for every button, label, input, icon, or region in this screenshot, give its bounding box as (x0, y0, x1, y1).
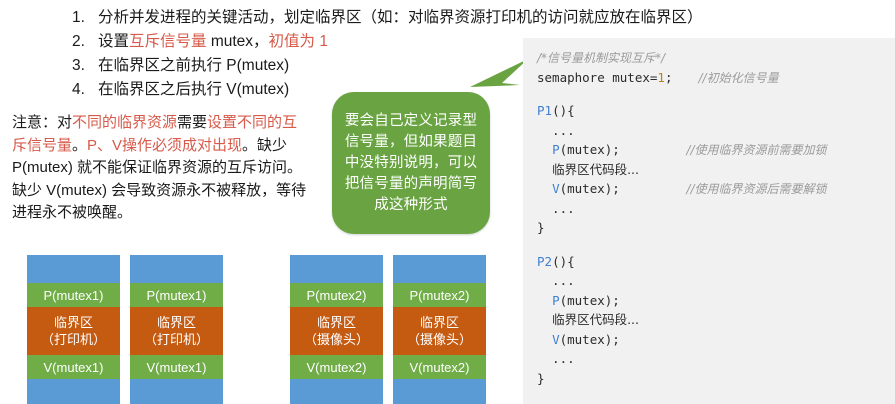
code-blank-line (537, 238, 895, 252)
code-line: ... (537, 351, 575, 366)
process-block: P(mutex1) 临界区 （打印机） V(mutex1) (27, 255, 120, 404)
code-proc-close: } (537, 220, 545, 235)
block-segment-bottom (130, 379, 223, 404)
text-run: 互斥信号量 (129, 33, 207, 50)
block-critical-label-line2: （打印机） (40, 332, 106, 347)
list-item: 3. 在临界区之前执行 P(mutex) (72, 54, 527, 78)
block-p-label: P(mutex1) (146, 287, 207, 303)
text-run: 设置 (98, 33, 130, 50)
block-v-label: V(mutex2) (306, 359, 367, 375)
process-block: P(mutex2) 临界区 （摄像头） V(mutex2) (290, 255, 383, 404)
block-v-label: V(mutex1) (43, 359, 104, 375)
callout-bubble: 要会自己定义记录型信号量，但如果题目中没特别说明，可以把信号量的声明简写成这种形… (332, 92, 490, 234)
code-line: ... (537, 122, 575, 138)
code-comment-header: /*信号量机制实现互斥*/ (537, 51, 666, 65)
block-v-label: V(mutex1) (146, 359, 207, 375)
block-segment-top (290, 255, 383, 283)
list-item-number: 4. (72, 81, 85, 98)
note-paragraph: 注意：对不同的临界资源需要设置不同的互斥信号量。P、V操作必须成对出现。缺少 P… (12, 112, 312, 225)
block-critical-label-line1: 临界区 (419, 315, 459, 330)
text-run: 设置不同的互斥信号量 (12, 114, 298, 154)
block-segment-top (130, 255, 223, 283)
code-line: ... (537, 200, 575, 216)
text-run: 在临界区之前执行 P(mutex) (98, 57, 290, 74)
code-line: V(mutex); (552, 331, 620, 347)
block-critical-label-line2: （摄像头） (303, 332, 369, 347)
code-panel: /*信号量机制实现互斥*/ semaphore mutex=1;//初始化信号量 P… (523, 38, 895, 404)
text-run: 注意：对 (12, 114, 73, 131)
list-item-number: 2. (72, 33, 85, 50)
code-line: P(mutex); (552, 292, 620, 308)
list-item-text: 分析并发进程的关键活动，划定临界区（如：对临界资源打印机的访问就应放在临界区） (98, 6, 703, 30)
code-proc-close: } (537, 370, 545, 386)
text-run: 在临界区之后执行 V(mutex) (98, 81, 290, 98)
callout-text: 要会自己定义记录型信号量，但如果题目中没特别说明，可以把信号量的声明简写成这种形… (344, 112, 478, 213)
block-critical-label-line2: （摄像头） (406, 332, 472, 347)
block-v-label: V(mutex2) (409, 359, 470, 375)
block-critical-label-line1: 临界区 (53, 315, 93, 330)
code-line: 临界区代码段... (552, 312, 639, 327)
list-item-text: 设置互斥信号量 mutex，初值为 1 (98, 30, 527, 54)
code-line: 临界区代码段... (552, 161, 639, 177)
code-proc-open: P1(){ (537, 103, 575, 118)
text-run: 。 (72, 136, 88, 154)
block-critical-label-line2: （打印机） (143, 332, 209, 347)
process-block: P(mutex1) 临界区 （打印机） V(mutex1) (130, 255, 223, 404)
code-declaration: semaphore mutex=1;//初始化信号量 (537, 69, 779, 85)
block-segment-p: P(mutex1) (130, 283, 223, 307)
block-p-label: P(mutex2) (409, 287, 470, 303)
block-segment-v: V(mutex2) (290, 355, 383, 379)
block-segment-top (27, 255, 120, 283)
block-segment-p: P(mutex2) (393, 283, 486, 307)
block-segment-v: V(mutex2) (393, 355, 486, 379)
block-segment-critical: 临界区 （打印机） (27, 307, 120, 355)
code-line: P(mutex);//使用临界资源前需要加锁 (552, 142, 827, 157)
list-item-number: 3. (72, 57, 85, 74)
block-segment-critical: 临界区 （摄像头） (290, 307, 383, 355)
code-blank-line (537, 87, 895, 101)
list-item: 4. 在临界区之后执行 V(mutex) (72, 78, 527, 102)
block-p-label: P(mutex1) (43, 287, 104, 303)
text-run: 初值为 1 (268, 33, 328, 50)
code-line: ... (537, 273, 575, 288)
text-run: mutex， (206, 33, 269, 50)
code-line: V(mutex);//使用临界资源后需要解锁 (552, 181, 827, 196)
text-run: 需要 (177, 114, 208, 131)
text-run: 不同的临界资源 (72, 114, 178, 131)
block-p-label: P(mutex2) (306, 287, 367, 303)
block-critical-label-line1: 临界区 (156, 315, 196, 330)
text-run: P、V操作必须成对出现 (87, 136, 243, 154)
block-segment-v: V(mutex1) (27, 355, 120, 379)
block-segment-p: P(mutex2) (290, 283, 383, 307)
numbered-list: 1. 分析并发进程的关键活动，划定临界区（如：对临界资源打印机的访问就应放在临界区… (72, 6, 703, 102)
block-segment-p: P(mutex1) (27, 283, 120, 307)
block-segment-bottom (393, 379, 486, 404)
list-item: 1. 分析并发进程的关键活动，划定临界区（如：对临界资源打印机的访问就应放在临界区… (72, 6, 703, 30)
block-segment-top (393, 255, 486, 283)
process-block: P(mutex2) 临界区 （摄像头） V(mutex2) (393, 255, 486, 404)
list-item-text: 在临界区之前执行 P(mutex) (98, 54, 527, 78)
list-item-text: 在临界区之后执行 V(mutex) (98, 78, 527, 102)
list-item: 2. 设置互斥信号量 mutex，初值为 1 (72, 30, 527, 54)
block-critical-label-line1: 临界区 (316, 315, 356, 330)
code-proc-open: P2(){ (537, 253, 575, 269)
list-item-number: 1. (72, 9, 85, 26)
process-blocks: P(mutex1) 临界区 （打印机） V(mutex1) P(mutex1) 临界区 （打… (0, 255, 520, 404)
block-segment-v: V(mutex1) (130, 355, 223, 379)
block-segment-critical: 临界区 （摄像头） (393, 307, 486, 355)
text-run: 。缺少 P(mutex) 就不能保证临界资源的互斥访问。缺少 V(mutex) … (12, 136, 307, 222)
text-run: 分析并发进程的关键活动，划定临界区（如：对临界资源打印机的访问就应放在临界区） (98, 9, 703, 26)
block-segment-bottom (27, 379, 120, 404)
block-segment-critical: 临界区 （打印机） (130, 307, 223, 355)
block-segment-bottom (290, 379, 383, 404)
